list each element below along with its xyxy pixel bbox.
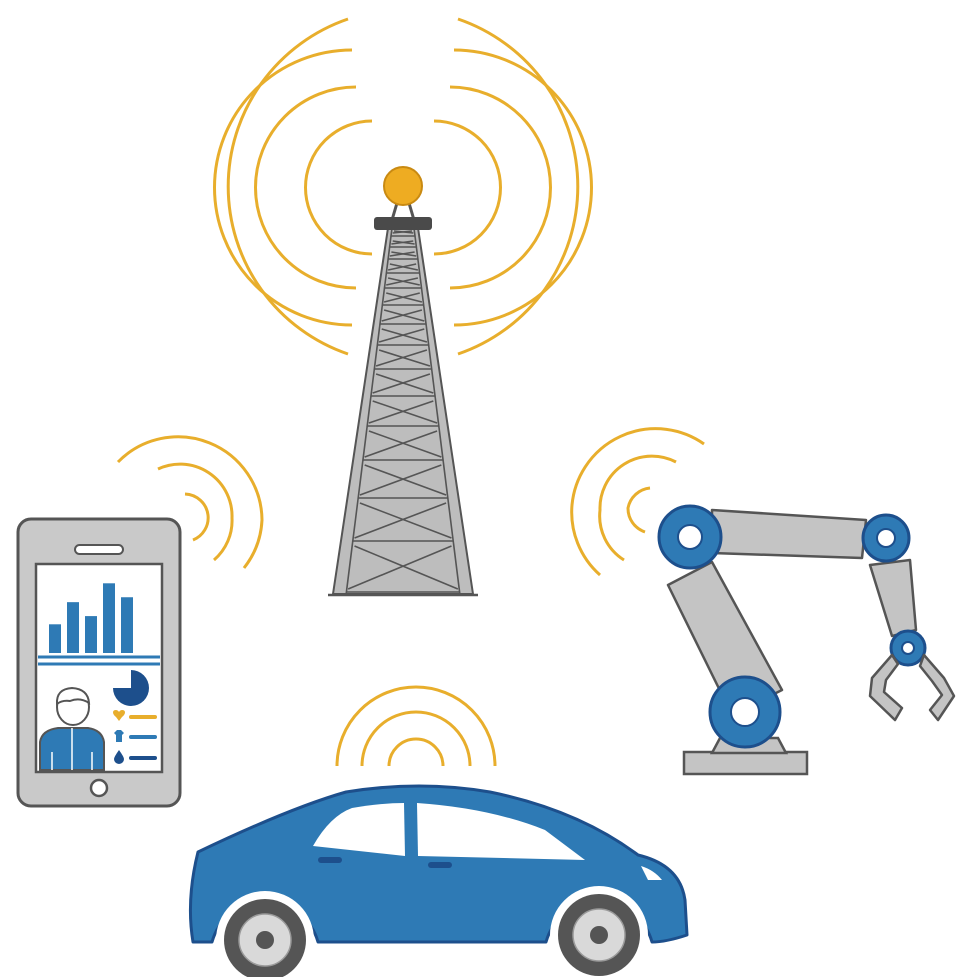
avatar-hair xyxy=(55,686,91,706)
tower-wave-1-left xyxy=(304,119,373,256)
pie-missing-slice xyxy=(112,669,131,688)
door-handle-front xyxy=(428,862,452,868)
robot-upper-arm xyxy=(710,508,868,560)
car-headlight xyxy=(641,866,662,880)
phone-speaker xyxy=(74,544,124,555)
screen-bar-5 xyxy=(121,597,133,653)
door-handle-rear xyxy=(318,857,342,863)
antenna-platform xyxy=(374,217,432,230)
vital-stats-list xyxy=(113,710,157,764)
tower-wave-3-left xyxy=(213,48,353,327)
screen-bar-4 xyxy=(103,583,115,653)
gripper-right-finger xyxy=(918,653,956,722)
robot-base-plate xyxy=(682,750,809,776)
water-drop-icon xyxy=(114,750,124,764)
tower-wave-2-left xyxy=(254,85,357,290)
smartphone-health-dashboard-icon xyxy=(16,517,182,808)
screen-bar-chart xyxy=(49,583,133,653)
screen-bar-1 xyxy=(49,624,61,653)
shirt-icon xyxy=(114,730,124,742)
car-signal-waves xyxy=(335,685,497,767)
screen-bar-3 xyxy=(85,616,97,653)
car-window-front xyxy=(417,803,585,860)
screen-bar-2 xyxy=(67,602,79,653)
connected-car-icon xyxy=(188,784,689,977)
robot-forearm xyxy=(868,558,918,638)
user-avatar xyxy=(39,686,105,771)
tower-lattice xyxy=(345,227,461,595)
car-wheel-front xyxy=(550,886,648,977)
cell-tower-icon xyxy=(328,166,478,597)
industrial-robot-arm-icon xyxy=(657,504,956,776)
tower-wave-2-right xyxy=(449,85,552,290)
tower-wave-3-right xyxy=(453,48,593,327)
antenna-tip xyxy=(383,166,423,206)
robot-signal-waves xyxy=(570,427,705,577)
heart-icon xyxy=(113,710,125,721)
tower-wave-1-right xyxy=(433,119,502,256)
tower-signal-waves xyxy=(213,17,593,356)
car-wheel-rear xyxy=(216,891,314,977)
car-window-rear xyxy=(313,803,405,856)
tower-wave-4-left xyxy=(226,17,349,356)
gripper-left-finger xyxy=(868,653,904,722)
smartphone-signal-waves xyxy=(116,435,264,569)
phone-home-button xyxy=(89,778,109,798)
screen-pie-chart xyxy=(112,669,149,706)
tower-wave-4-right xyxy=(457,17,580,356)
